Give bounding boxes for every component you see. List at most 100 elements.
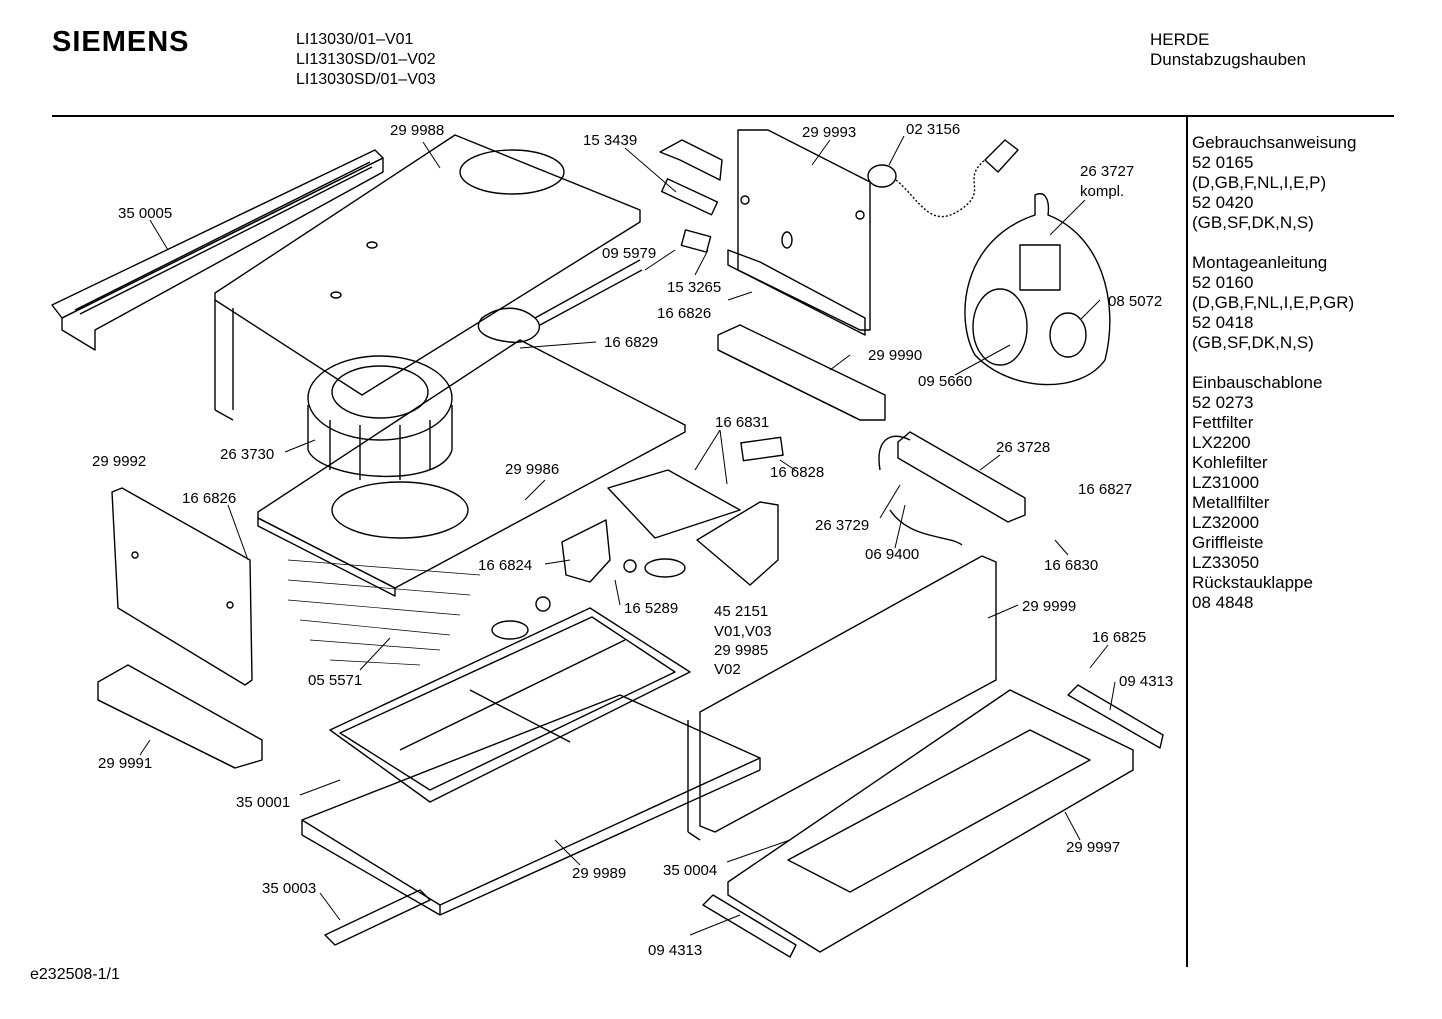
baffle-plate-drawing — [607, 469, 779, 586]
filter-frame-drawing — [329, 607, 691, 803]
part-label: 29 9997 — [1066, 839, 1120, 856]
part-label: 29 9985 — [714, 642, 768, 659]
part-label: 29 9989 — [572, 865, 626, 882]
part-label: 16 6827 — [1078, 481, 1132, 498]
switch-drawing — [740, 436, 784, 462]
leader-lines — [139, 135, 1116, 936]
power-cable-drawing — [867, 139, 1019, 218]
part-label: 08 5072 — [1108, 293, 1162, 310]
sidebar-line: 52 0420 — [1192, 193, 1254, 212]
part-label: 26 3728 — [996, 439, 1050, 456]
sidebar-line: Kohlefilter — [1192, 453, 1268, 472]
part-label: 26 3729 — [815, 517, 869, 534]
side-panel-drawing — [111, 487, 253, 686]
category-main: HERDE — [1150, 30, 1210, 49]
sidebar-line: (D,GB,F,NL,I,E,P) — [1192, 173, 1327, 192]
part-label: 16 6831 — [715, 414, 769, 431]
back-panel-drawing — [727, 129, 871, 336]
housing-top-drawing — [214, 134, 641, 421]
grease-filter-drawing — [301, 694, 761, 916]
part-label: 09 5979 — [602, 245, 656, 262]
lamp-drawing — [491, 519, 686, 640]
part-label: V02 — [714, 661, 741, 678]
part-label: 09 5660 — [918, 373, 972, 390]
part-label: 29 9986 — [505, 461, 559, 478]
sidebar-line: (D,GB,F,NL,I,E,P,GR) — [1192, 293, 1355, 312]
part-label: 29 9992 — [92, 453, 146, 470]
part-label: 35 0005 — [118, 205, 172, 222]
part-label: 09 4313 — [1119, 673, 1173, 690]
sidebar-line: Einbauschablone — [1192, 373, 1323, 392]
sidebar-line: Gebrauchsanweisung — [1192, 133, 1357, 152]
category-sub: Dunstabzugshauben — [1150, 50, 1306, 69]
model-number: LI13030/01–V01 — [296, 31, 414, 48]
part-label: 16 6825 — [1092, 629, 1146, 646]
accessory-bag-drawing — [964, 193, 1111, 386]
part-label: 35 0001 — [236, 794, 290, 811]
sidebar-line: 52 0418 — [1192, 313, 1254, 332]
handle-strip-drawing — [324, 889, 431, 946]
accessories-sidebar: Gebrauchsanweisung 52 0165 (D,GB,F,NL,I,… — [1192, 133, 1356, 633]
part-label: 16 6828 — [770, 464, 824, 481]
part-label: 05 5571 — [308, 672, 362, 689]
part-label: 06 9400 — [865, 546, 919, 563]
part-label: 16 6830 — [1044, 557, 1098, 574]
part-label: 16 6826 — [182, 490, 236, 507]
sidebar-line: (GB,SF,DK,N,S) — [1192, 333, 1314, 352]
part-label: 16 5289 — [624, 600, 678, 617]
capacitor-drawing — [680, 229, 712, 253]
sidebar-line: Griffleiste — [1192, 533, 1264, 552]
part-label: 45 2151 — [714, 603, 768, 620]
model-number: LI13030SD/01–V03 — [296, 71, 436, 88]
accessories-block: Einbauschablone 52 0273 Fettfilter LX220… — [1192, 373, 1356, 613]
sidebar-line: Metallfilter — [1192, 493, 1270, 512]
part-label: 15 3439 — [583, 132, 637, 149]
drawing-id: e232508-1/1 — [30, 966, 120, 983]
part-label: 16 6824 — [478, 557, 532, 574]
sidebar-line: LZ32000 — [1192, 513, 1260, 532]
sidebar-line: Fettfilter — [1192, 413, 1254, 432]
rail-part-drawing — [51, 149, 384, 351]
sidebar-line: (GB,SF,DK,N,S) — [1192, 213, 1314, 232]
sidebar-line: LZ31000 — [1192, 473, 1260, 492]
motor-mount-drawing — [477, 259, 643, 344]
brand-logo: SIEMENS — [52, 26, 190, 58]
part-label: 29 9993 — [802, 124, 856, 141]
sidebar-line: 52 0273 — [1192, 393, 1254, 412]
header-divider — [52, 115, 1394, 117]
part-label: 16 6829 — [604, 334, 658, 351]
part-label: 29 9988 — [390, 122, 444, 139]
sidebar-line: Montageanleitung — [1192, 253, 1328, 272]
bracket-drawing — [717, 324, 886, 421]
part-label: 35 0003 — [262, 880, 316, 897]
part-label: 09 4313 — [648, 942, 702, 959]
blower-wheel-drawing — [307, 355, 453, 480]
part-label: V01,V03 — [714, 623, 772, 640]
electronic-box-drawing — [878, 431, 1026, 546]
exploded-view-diagram: 29 9988 15 3439 29 9993 02 3156 26 3727 … — [51, 121, 1173, 959]
slide-rail-drawing — [702, 684, 1164, 958]
sidebar-line: LZ33050 — [1192, 553, 1260, 572]
part-label: 26 3727 — [1080, 163, 1134, 180]
sidebar-line: Rückstauklappe — [1192, 573, 1313, 592]
part-label: 29 9990 — [868, 347, 922, 364]
part-label: 02 3156 — [906, 121, 960, 138]
sidebar-line: LX2200 — [1192, 433, 1251, 452]
model-number: LI13130SD/01–V02 — [296, 51, 436, 68]
model-list: LI13030/01–V01 LI13130SD/01–V02 LI13030S… — [296, 30, 436, 90]
part-label: 29 9999 — [1022, 598, 1076, 615]
part-label: 15 3265 — [667, 279, 721, 296]
part-label: 16 6826 — [657, 305, 711, 322]
bottom-frame-drawing — [727, 689, 1134, 953]
grease-grid-drawing — [287, 559, 481, 666]
part-label: 35 0004 — [663, 862, 717, 879]
sidebar-line: 08 4848 — [1192, 593, 1254, 612]
sidebar-line: 52 0160 — [1192, 273, 1254, 292]
sidebar-line: 52 0165 — [1192, 153, 1254, 172]
duct-channel-drawing — [97, 664, 263, 769]
clip-part-drawing — [659, 139, 723, 216]
base-plate-drawing — [257, 339, 686, 597]
installation-block: Montageanleitung 52 0160 (D,GB,F,NL,I,E,… — [1192, 253, 1356, 353]
product-category: HERDE Dunstabzugshauben — [1150, 30, 1306, 70]
part-label: 29 9991 — [98, 755, 152, 772]
